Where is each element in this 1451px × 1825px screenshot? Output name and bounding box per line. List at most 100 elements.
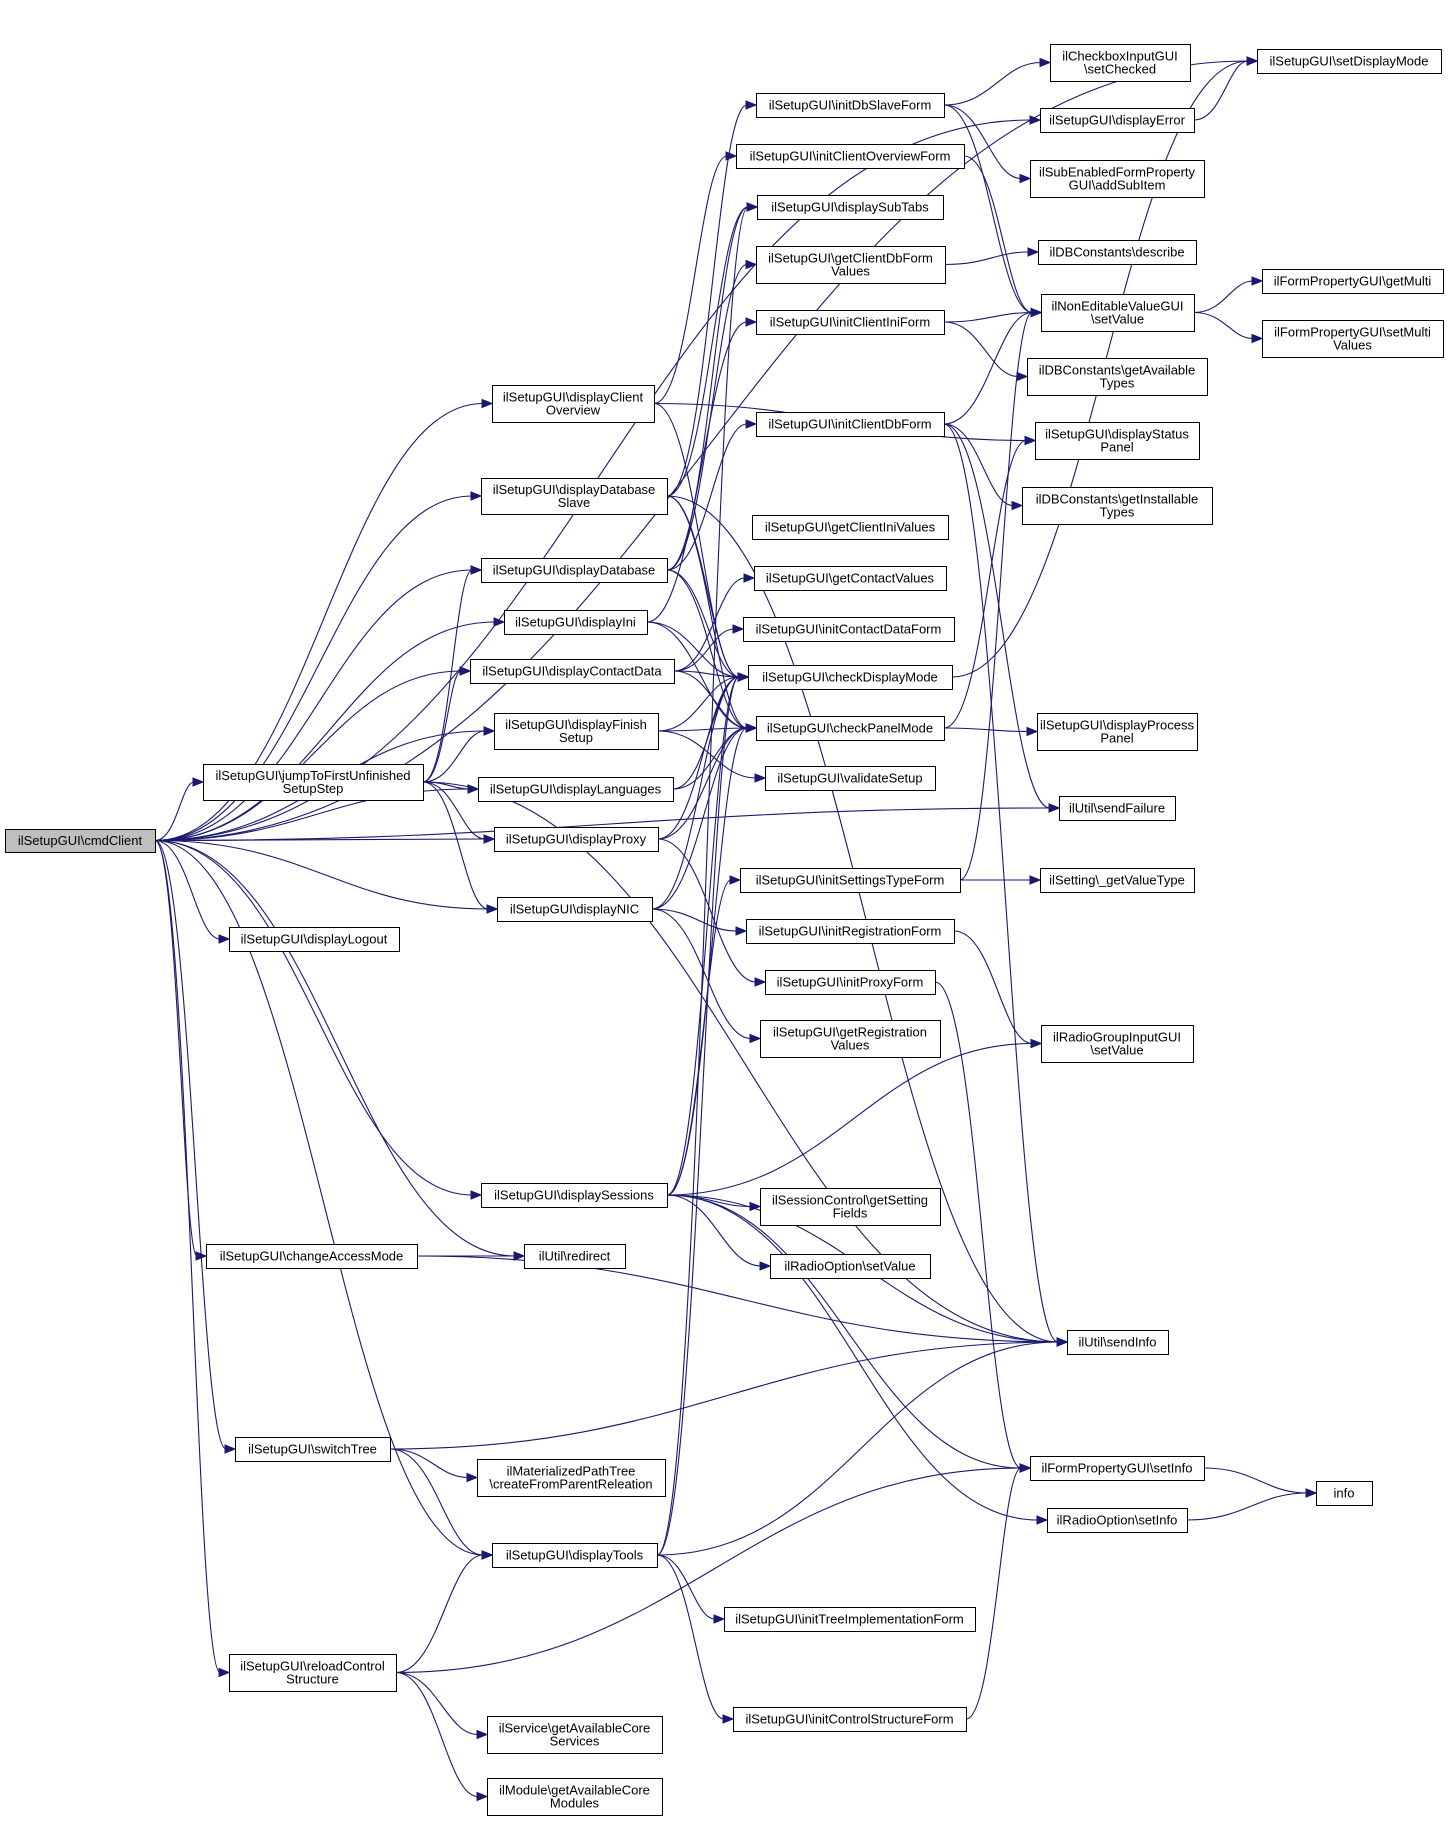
edge-display-database-slave-to-display-sub-tabs xyxy=(666,206,749,497)
node-init-settings-type-form[interactable]: ilSetupGUI\initSettingsTypeForm xyxy=(740,868,961,893)
node-display-sub-tabs[interactable]: ilSetupGUI\displaySubTabs xyxy=(757,195,944,220)
node-label: ilSetupGUI\initControlStructureForm xyxy=(745,1712,953,1727)
node-box xyxy=(492,385,655,423)
node-form-prop-set-info[interactable]: ilFormPropertyGUI\setInfo xyxy=(1030,1456,1205,1481)
arrowhead xyxy=(749,1033,762,1044)
node-check-panel-mode[interactable]: ilSetupGUI\checkPanelMode xyxy=(756,716,945,741)
edge-display-contact-data-to-check-display-mode xyxy=(673,670,740,678)
node-init-control-structure[interactable]: ilSetupGUI\initControlStructureForm xyxy=(733,1707,967,1732)
arrowhead xyxy=(493,617,506,627)
node-describe[interactable]: ilDBConstants\describe xyxy=(1038,240,1197,265)
edge-init-registration-form-to-radio-group-set-value xyxy=(953,930,1033,1045)
node-label: ilSetupGUI\cmdClient xyxy=(18,833,143,848)
node-validate-setup[interactable]: ilSetupGUI\validateSetup xyxy=(765,766,936,791)
node-init-registration-form[interactable]: ilSetupGUI\initRegistrationForm xyxy=(746,919,955,944)
node-info[interactable]: info xyxy=(1316,1481,1373,1506)
node-change-access-mode[interactable]: ilSetupGUI\changeAccessMode xyxy=(206,1244,418,1269)
node-radio-option-set-value[interactable]: ilRadioOption\setValue xyxy=(770,1254,931,1279)
node-label: ilSetupGUI\displayProxy xyxy=(506,832,647,847)
edge-display-finish-setup-to-check-panel-mode xyxy=(657,727,748,732)
node-init-client-db-form[interactable]: ilSetupGUI\initClientDbForm xyxy=(756,412,945,437)
node-label: ilModule\getAvailableCore xyxy=(499,1783,650,1798)
node-label: ilUtil\sendInfo xyxy=(1078,1335,1156,1350)
node-label: ilFormPropertyGUI\setMulti xyxy=(1274,325,1431,340)
node-get-multi[interactable]: ilFormPropertyGUI\getMulti xyxy=(1262,269,1444,294)
node-send-info[interactable]: ilUtil\sendInfo xyxy=(1067,1330,1169,1355)
node-box xyxy=(1040,108,1195,133)
node-display-languages[interactable]: ilSetupGUI\displayLanguages xyxy=(478,777,674,802)
node-display-sessions[interactable]: ilSetupGUI\displaySessions xyxy=(481,1183,668,1208)
node-display-tools[interactable]: ilSetupGUI\displayTools xyxy=(492,1543,658,1568)
node-label: Setup xyxy=(559,730,593,745)
node-display-ini[interactable]: ilSetupGUI\displayIni xyxy=(504,610,648,635)
node-init-client-ini-form[interactable]: ilSetupGUI\initClientIniForm xyxy=(756,310,945,335)
node-label: ilSetupGUI\checkPanelMode xyxy=(767,721,933,736)
node-display-database[interactable]: ilSetupGUI\displayDatabase xyxy=(481,558,668,583)
node-non-editable-set-value[interactable]: ilNonEditableValueGUI\setValue xyxy=(1041,294,1195,332)
node-set-display-mode[interactable]: ilSetupGUI\setDisplayMode xyxy=(1257,49,1442,74)
arrowhead xyxy=(1048,803,1061,813)
arrowhead xyxy=(745,259,758,270)
edge-display-sessions-to-radio-option-set-info xyxy=(666,1194,1039,1521)
node-switch-tree[interactable]: ilSetupGUI\switchTree xyxy=(235,1437,391,1462)
arrowhead xyxy=(1029,875,1042,885)
node-init-client-overview-form[interactable]: ilSetupGUI\initClientOverviewForm xyxy=(736,144,965,169)
node-redirect[interactable]: ilUtil\redirect xyxy=(524,1244,626,1269)
edge-cmd-client-to-display-nic xyxy=(154,839,489,910)
node-init-proxy-form[interactable]: ilSetupGUI\initProxyForm xyxy=(765,970,936,995)
edge-init-settings-type-form-to-non-editable-set-value xyxy=(959,311,1033,881)
node-cmd-client[interactable]: ilSetupGUI\cmdClient xyxy=(5,829,156,853)
node-get-client-ini-values[interactable]: ilSetupGUI\getClientIniValues xyxy=(752,515,949,540)
node-init-tree-impl[interactable]: ilSetupGUI\initTreeImplementationForm xyxy=(724,1607,976,1632)
node-display-error[interactable]: ilSetupGUI\displayError xyxy=(1040,108,1195,133)
node-init-db-slave-form[interactable]: ilSetupGUI\initDbSlaveForm xyxy=(756,93,945,118)
edge-jump-to-to-display-nic xyxy=(422,781,489,910)
edge-display-proxy-to-init-proxy-form xyxy=(657,838,757,983)
arrowhead xyxy=(470,1190,483,1200)
arrowhead xyxy=(470,491,483,501)
node-label: ilSubEnabledFormProperty xyxy=(1039,165,1196,180)
node-display-logout[interactable]: ilSetupGUI\displayLogout xyxy=(229,927,400,952)
node-label: ilSetupGUI\displayFinish xyxy=(505,717,647,732)
node-label: \createFromParentReleation xyxy=(489,1477,652,1492)
node-display-contact-data[interactable]: ilSetupGUI\displayContactData xyxy=(470,659,675,684)
node-get-contact-values[interactable]: ilSetupGUI\getContactValues xyxy=(754,566,947,591)
node-box xyxy=(5,829,156,853)
node-setting-value-type[interactable]: ilSetting\_getValueType xyxy=(1040,868,1195,893)
edge-display-tools-to-init-control-structure xyxy=(656,1554,725,1720)
node-radio-option-set-info[interactable]: ilRadioOption\setInfo xyxy=(1047,1508,1188,1533)
arrowhead xyxy=(476,1729,489,1740)
node-jump-to[interactable]: ilSetupGUI\jumpToFirstUnfinishedSetupSte… xyxy=(203,764,424,801)
node-create-from-parent[interactable]: ilMaterializedPathTree\createFromParentR… xyxy=(477,1459,666,1497)
node-send-failure[interactable]: ilUtil\sendFailure xyxy=(1059,796,1176,821)
node-box xyxy=(746,919,955,944)
node-label: Services xyxy=(550,1734,600,1749)
node-init-contact-data-form[interactable]: ilSetupGUI\initContactDataForm xyxy=(743,617,955,642)
arrowhead xyxy=(1011,500,1024,511)
node-label: ilSetupGUI\getRegistration xyxy=(773,1025,927,1040)
node-label: ilSetupGUI\displayProcess xyxy=(1040,718,1194,733)
node-radio-group-set-value[interactable]: ilRadioGroupInputGUI\setValue xyxy=(1041,1025,1194,1063)
node-display-nic[interactable]: ilSetupGUI\displayNIC xyxy=(497,897,653,922)
edge-cmd-client-to-display-database xyxy=(154,569,473,842)
node-box xyxy=(736,144,965,169)
node-check-display-mode[interactable]: ilSetupGUI\checkDisplayMode xyxy=(748,665,953,690)
node-checkbox-set-checked[interactable]: ilCheckboxInputGUI\setChecked xyxy=(1050,44,1191,82)
node-display-proxy[interactable]: ilSetupGUI\displayProxy xyxy=(494,827,659,852)
